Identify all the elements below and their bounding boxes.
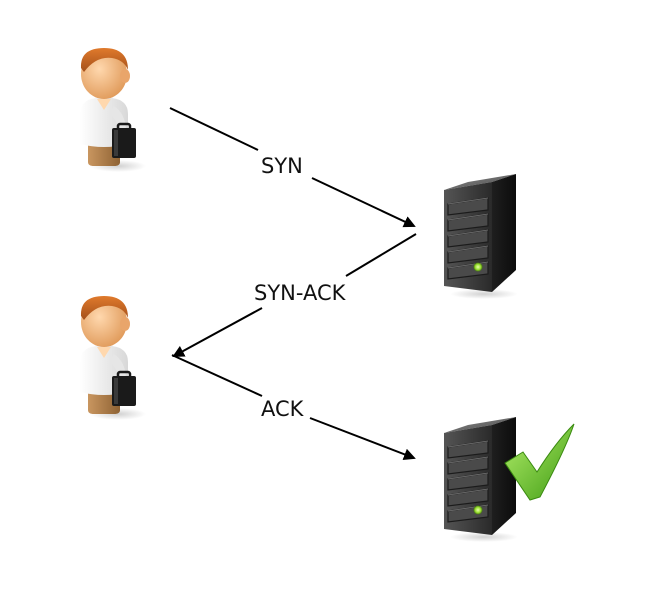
syn-ack-label: SYN-ACK	[254, 281, 347, 305]
client-person-icon	[78, 46, 146, 174]
ack-label: ACK	[261, 397, 305, 421]
syn-ack-arrow	[172, 233, 417, 357]
server-icon	[443, 173, 519, 300]
ack-arrow	[171, 354, 416, 461]
checkmark-icon	[504, 423, 575, 501]
server-icon	[443, 416, 519, 543]
syn-arrow	[169, 107, 416, 228]
client-person-icon	[78, 294, 146, 422]
syn-label: SYN	[261, 154, 303, 178]
